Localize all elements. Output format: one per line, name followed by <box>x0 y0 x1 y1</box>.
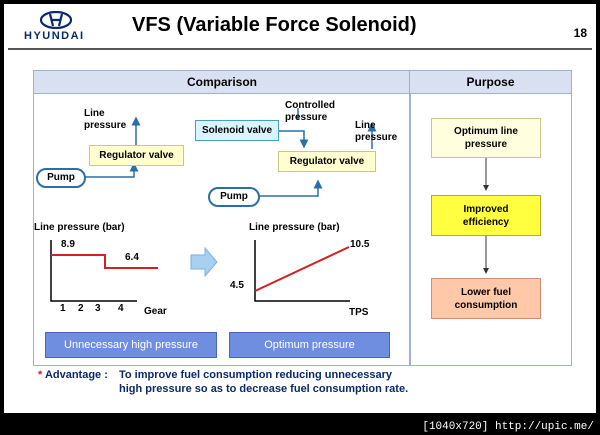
footer-watermark: [1040x720] http://upic.me/ <box>422 421 594 433</box>
gear-tick-4: 4 <box>118 303 124 314</box>
unnecessary-pressure-banner: Unnecessary high pressure <box>45 332 217 358</box>
slide: HYUNDAI VFS (Variable Force Solenoid) 18… <box>4 4 596 413</box>
comparison-heading: Comparison <box>33 70 411 94</box>
right-chart-start-value: 4.5 <box>230 280 244 291</box>
optimum-pressure-banner: Optimum pressure <box>229 332 390 358</box>
page-number: 18 <box>573 26 587 40</box>
header-divider <box>8 48 592 50</box>
diagram-lines <box>50 108 489 302</box>
gear-tick-3: 3 <box>95 303 101 314</box>
gear-tick-2: 2 <box>78 303 84 314</box>
pump-right: Pump <box>208 187 260 207</box>
line-pressure-label-right: Line pressure <box>355 120 398 143</box>
advantage-text: To improve fuel consumption reducing unn… <box>119 369 409 395</box>
gear-tick-1: 1 <box>60 303 66 314</box>
regulator-valve-left: Regulator valve <box>89 145 184 166</box>
left-chart-low-value: 6.4 <box>125 252 139 263</box>
tps-pressure-line <box>254 246 350 292</box>
solenoid-valve: Solenoid valve <box>195 120 279 141</box>
gear-pressure-line <box>51 254 158 269</box>
left-chart-high-value: 8.9 <box>61 239 75 250</box>
hyundai-logo-icon <box>40 11 72 29</box>
pump-left: Pump <box>36 168 86 188</box>
right-chart-x-label: TPS <box>349 307 369 318</box>
right-chart-title: Line pressure (bar) <box>249 222 340 233</box>
page-title: VFS (Variable Force Solenoid) <box>132 14 417 36</box>
brand-name: HYUNDAI <box>24 30 85 42</box>
advantage-label: * Advantage : <box>38 369 108 381</box>
right-chart-end-value: 10.5 <box>350 239 370 250</box>
line-pressure-label-left: Line pressure <box>84 108 127 131</box>
transition-arrow <box>190 246 218 278</box>
left-chart-title: Line pressure (bar) <box>34 222 125 233</box>
left-chart-x-label: Gear <box>144 306 167 317</box>
purpose-heading: Purpose <box>409 70 572 94</box>
regulator-valve-right: Regulator valve <box>278 151 376 172</box>
controlled-pressure-label: Controlled pressure <box>285 100 335 123</box>
